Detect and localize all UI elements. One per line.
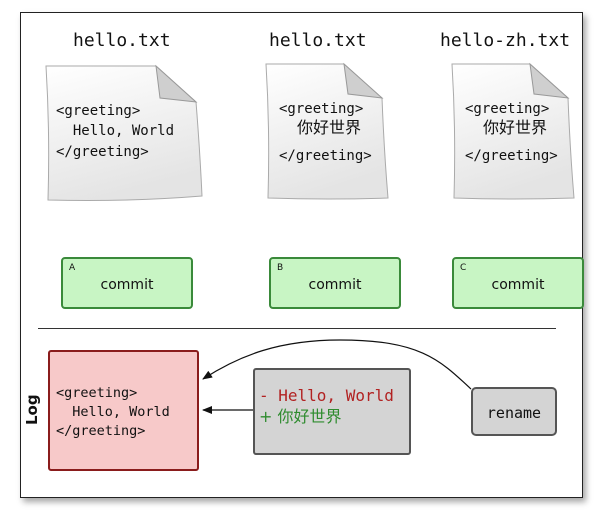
document-icon-1: <greeting> Hello, World </greeting> <box>38 62 208 206</box>
rename-arrow <box>202 339 472 390</box>
doc-line: </greeting> <box>56 144 149 160</box>
file-title-2: hello.txt <box>269 30 367 51</box>
log-box: <greeting> Hello, World </greeting> <box>48 350 199 471</box>
document-icon-3: <greeting> 你好世界 </greeting> <box>444 60 578 204</box>
doc-line: Hello, World <box>56 123 175 139</box>
commit-id: B <box>277 263 284 273</box>
section-divider <box>38 328 556 329</box>
doc-line: 你好世界 <box>483 118 548 137</box>
doc-line: </greeting> <box>465 148 558 164</box>
doc-line: <greeting> <box>465 101 550 117</box>
commit-label: commit <box>100 277 154 293</box>
commit-box-b: B commit <box>269 257 401 309</box>
rename-label: rename <box>486 404 542 422</box>
commit-id: A <box>69 263 76 273</box>
commit-label: commit <box>491 277 545 293</box>
doc-line: <greeting> <box>56 103 141 119</box>
rename-box: rename <box>471 387 557 436</box>
log-line: Hello, World <box>56 404 170 420</box>
commit-id: C <box>460 263 467 273</box>
log-line: </greeting> <box>56 423 146 439</box>
commit-box-a: A commit <box>61 257 193 309</box>
doc-line: 你好世界 <box>297 118 362 137</box>
diff-box: - Hello, World + 你好世界 <box>253 368 411 455</box>
doc-line: </greeting> <box>279 148 372 164</box>
file-title-3: hello-zh.txt <box>440 30 571 51</box>
log-line: <greeting> <box>56 385 138 401</box>
diff-removed-line: - Hello, World <box>259 386 394 405</box>
doc-line: <greeting> <box>279 101 364 117</box>
file-title-1: hello.txt <box>73 30 171 51</box>
commit-label: commit <box>308 277 362 293</box>
document-icon-2: <greeting> 你好世界 </greeting> <box>258 60 392 204</box>
diff-added-line: + 你好世界 <box>259 407 342 426</box>
commit-box-c: C commit <box>452 257 584 309</box>
